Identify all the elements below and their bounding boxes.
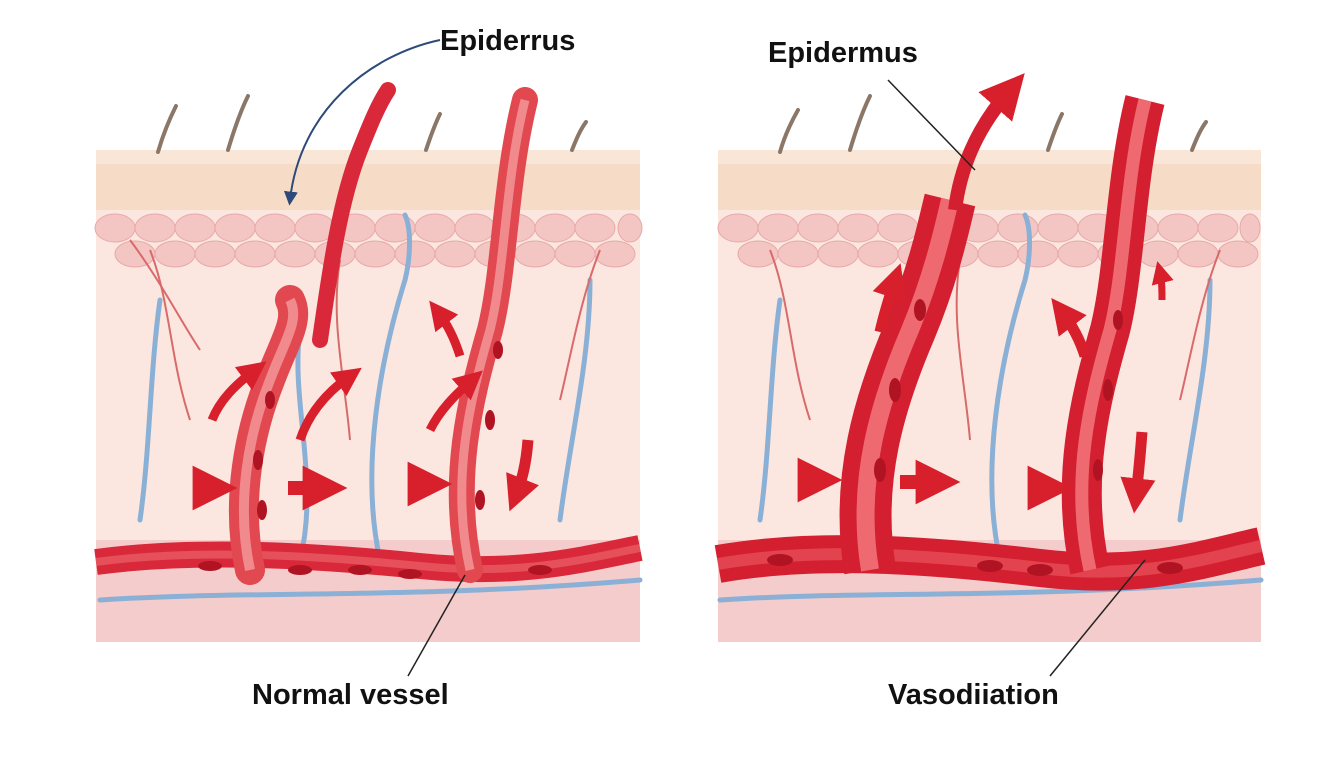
- right-panel: Epidermus Vasodiiation: [714, 37, 1266, 711]
- epidermis-leader-line: [887, 79, 976, 171]
- flow-arrow: [295, 367, 362, 442]
- flow-arrow: [1151, 261, 1174, 301]
- vessel-top-1: [312, 82, 396, 348]
- hairs: [156, 94, 588, 154]
- hairs: [778, 94, 1208, 154]
- right-top-label: Epidermus: [768, 37, 918, 69]
- right-bottom-label: Vasodiiation: [888, 679, 1059, 711]
- capillaries: [769, 249, 1221, 441]
- left-panel: Epiderrus Normal vessel: [94, 25, 643, 711]
- stratum-corneum: [96, 150, 640, 164]
- flow-arrow: [1051, 298, 1091, 358]
- flow-arrow: [872, 263, 907, 334]
- blood-cells: [198, 341, 552, 579]
- vessel-top-arrow: [948, 73, 1025, 211]
- epidermis-pointer-arrow: [283, 39, 441, 206]
- left-bottom-label: Normal vessel: [252, 679, 449, 711]
- flow-arrow: [425, 370, 483, 433]
- flow-arrow: [506, 439, 539, 512]
- capillaries: [129, 239, 601, 441]
- flow-arrows: [750, 261, 1174, 514]
- vessel-leader-line: [407, 574, 466, 677]
- flow-arrow: [429, 300, 465, 358]
- flow-arrows: [150, 300, 539, 512]
- vessel-leader-line: [1049, 559, 1146, 677]
- left-top-label: Epiderrus: [440, 25, 575, 57]
- stratum-corneum: [718, 150, 1261, 164]
- blood-cells: [767, 299, 1183, 576]
- flow-arrow: [207, 361, 267, 422]
- flow-arrow: [1120, 431, 1156, 514]
